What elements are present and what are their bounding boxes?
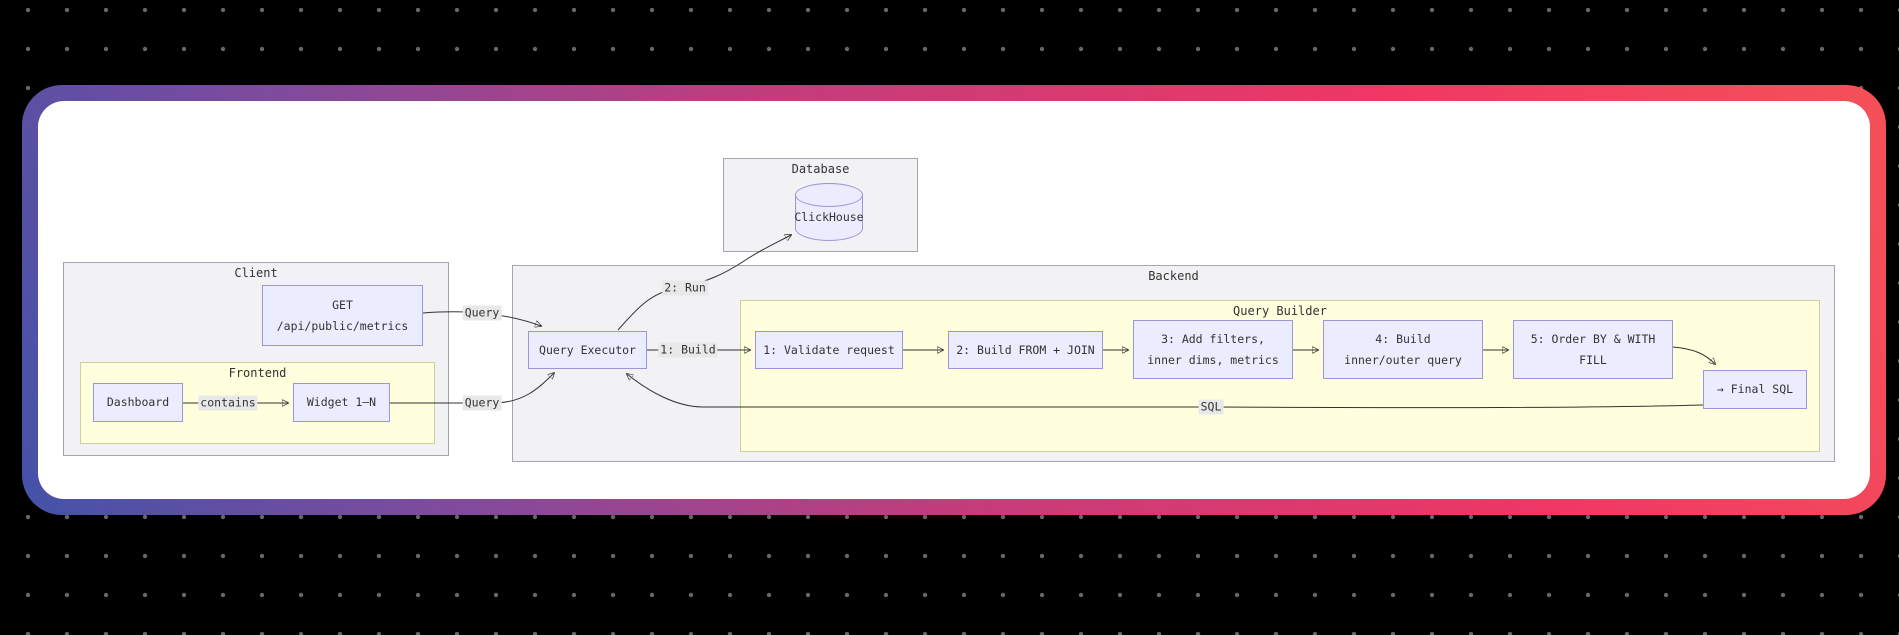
node-step3-line1: 3: Add filters, (1161, 331, 1265, 346)
node-final-sql-label: → Final SQL (1716, 382, 1794, 396)
node-step2-build-from-join: 2: Build FROM + JOIN (948, 331, 1103, 369)
cluster-backend-label: Backend (1148, 269, 1199, 283)
diagram-canvas: Client Frontend Database Backend Query B… (38, 101, 1870, 499)
gradient-frame: Client Frontend Database Backend Query B… (22, 85, 1886, 515)
flowchart: Client Frontend Database Backend Query B… (38, 101, 1870, 499)
node-get-api-line1: GET (332, 297, 353, 312)
edge-step5-to-finalsql (1672, 346, 1715, 364)
node-step3-line2: inner dims, metrics (1147, 352, 1279, 367)
node-query-executor-label: Query Executor (539, 342, 636, 357)
edge-label-contains: contains (198, 395, 258, 411)
node-step4-build-query: 4: Build inner/outer query (1323, 320, 1483, 379)
node-get-api-line2: /api/public/metrics (276, 318, 409, 333)
node-final-sql: → Final SQL (1703, 370, 1807, 409)
node-widget: Widget 1–N (293, 383, 390, 422)
node-dashboard-label: Dashboard (106, 395, 170, 409)
node-step2-label: 2: Build FROM + JOIN (956, 342, 1095, 357)
edge-label-query-bottom: Query (462, 395, 502, 411)
cluster-query-builder-label: Query Builder (1233, 304, 1327, 318)
edge-label-query-top: Query (462, 305, 502, 321)
node-step4-line2: inner/outer query (1344, 352, 1462, 367)
edge-executor-to-clickhouse (617, 235, 791, 331)
node-query-executor: Query Executor (528, 331, 647, 369)
node-get-api: GET /api/public/metrics (262, 285, 423, 346)
node-clickhouse-cylinder: ClickHouse (794, 183, 864, 241)
node-widget-label: Widget 1–N (306, 395, 377, 409)
edge-finalsql-to-executor (627, 374, 1704, 409)
cluster-frontend-label: Frontend (228, 366, 287, 380)
edge-label-sql: SQL (1198, 399, 1224, 415)
edge-label-run: 2: Run (662, 280, 708, 296)
node-step5-line2: FILL (1579, 352, 1607, 367)
node-step3-add-filters: 3: Add filters, inner dims, metrics (1133, 320, 1293, 379)
node-step1-label: 1: Validate request (763, 342, 895, 357)
node-dashboard: Dashboard (93, 383, 183, 422)
node-step5-order-by: 5: Order BY & WITH FILL (1513, 320, 1673, 379)
node-clickhouse-label: ClickHouse (794, 210, 864, 224)
edge-label-build: 1: Build (658, 342, 718, 358)
cluster-client-label: Client (234, 266, 278, 280)
node-step5-line1: 5: Order BY & WITH (1530, 331, 1656, 346)
node-step1-validate: 1: Validate request (755, 331, 903, 369)
node-step4-line1: 4: Build (1375, 331, 1431, 346)
cluster-database-label: Database (791, 162, 850, 176)
